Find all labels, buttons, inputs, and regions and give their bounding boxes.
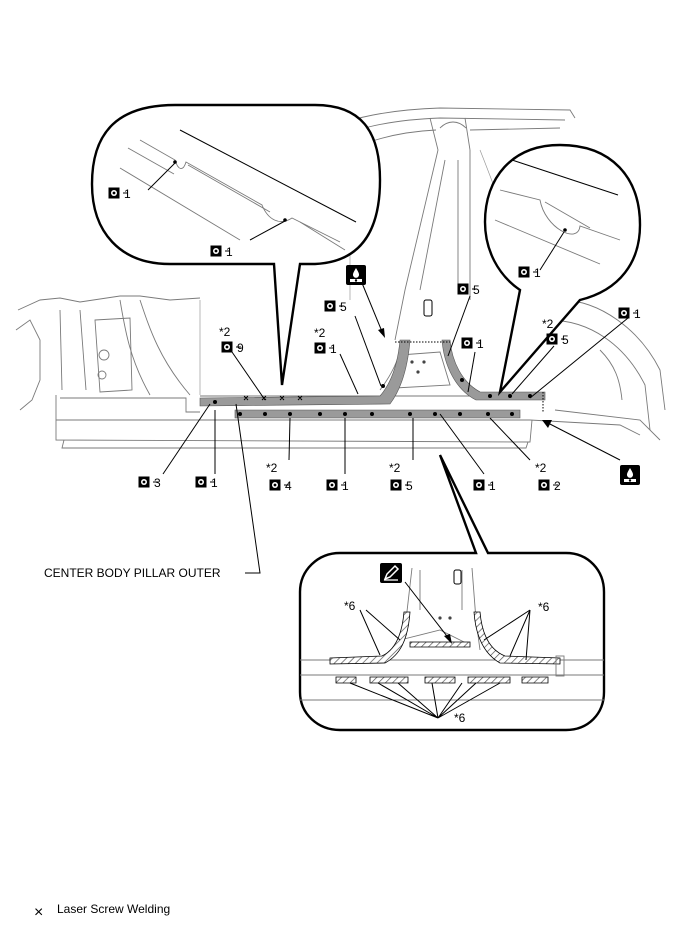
- detail-bubble-left: [90, 103, 382, 386]
- legend: × Laser Screw Welding: [34, 902, 170, 921]
- note-2-c: *2: [542, 317, 554, 331]
- callout-bottom-1a: 1: [211, 476, 218, 490]
- note-6-b: *6: [538, 600, 550, 614]
- callout-top-5b: 5: [473, 283, 480, 297]
- callout-bottom-4: 4: [285, 479, 292, 493]
- note-2-e: *2: [389, 461, 401, 475]
- detail-box-bottom: [298, 454, 606, 732]
- sealer-cutting-icon: [380, 563, 402, 583]
- note-2-a: *2: [219, 325, 231, 339]
- callout-bottom-3: 3: [154, 476, 161, 490]
- sealer-icon: [346, 265, 366, 285]
- part-label-center-body-pillar-outer: CENTER BODY PILLAR OUTER: [44, 566, 221, 580]
- note-6-c: *6: [454, 711, 466, 725]
- callout-bottom-5: 5: [406, 479, 413, 493]
- legend-text: Laser Screw Welding: [57, 902, 170, 916]
- callout-labels: 1 1 1 5 5 9 1 1 5 1 3 1 4 1 5 1 2: [124, 187, 641, 493]
- callout-top-5a: 5: [340, 300, 347, 314]
- note-2-f: *2: [535, 461, 547, 475]
- note-2-b: *2: [314, 326, 326, 340]
- adhesive-icon: [620, 465, 640, 485]
- callout-leaders: [162, 282, 629, 574]
- laser-screw-weld-icon: ×: [34, 904, 43, 921]
- weld-area-bands: [199, 339, 546, 419]
- callout-left-bubble-1: 1: [124, 187, 131, 201]
- callout-bottom-1c: 1: [489, 479, 496, 493]
- callout-dashes: [123, 192, 638, 486]
- callout-bottom-2: 2: [554, 479, 561, 493]
- callout-right-bubble-1: 1: [534, 266, 541, 280]
- callout-bottom-1b: 1: [342, 479, 349, 493]
- callout-top-1c: 1: [634, 307, 641, 321]
- note-2-d: *2: [266, 461, 278, 475]
- note-6-a: *6: [344, 599, 356, 613]
- callout-top-1b: 1: [477, 337, 484, 351]
- detail-bubble-right: [483, 143, 642, 397]
- callout-top-1a: 1: [330, 342, 337, 356]
- callout-left-bubble-2: 1: [226, 245, 233, 259]
- note-markers: *2 *2 *2 *2 *2 *2 *6 *6 *6: [219, 317, 554, 725]
- callout-top-5c: 5: [562, 333, 569, 347]
- callout-top-9: 9: [237, 341, 244, 355]
